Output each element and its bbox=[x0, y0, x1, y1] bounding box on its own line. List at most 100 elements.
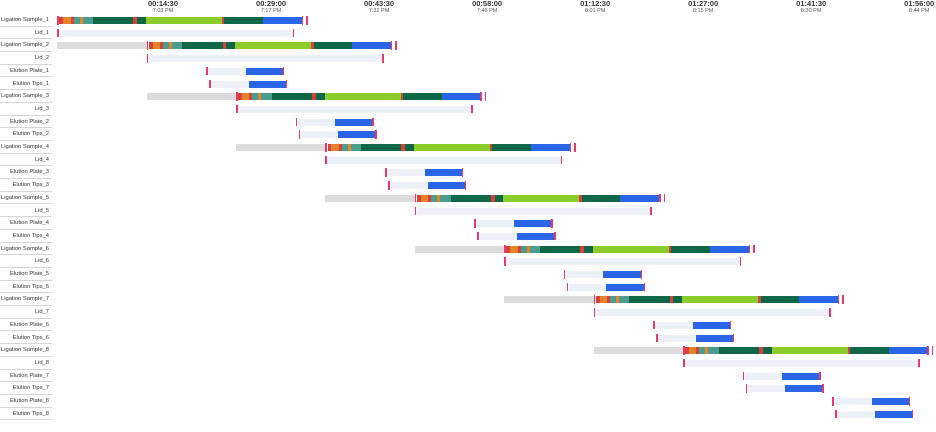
event-marker[interactable] bbox=[57, 16, 59, 25]
event-marker[interactable] bbox=[301, 16, 304, 25]
event-marker[interactable] bbox=[414, 206, 417, 215]
task-segment[interactable] bbox=[249, 93, 253, 101]
task-segment[interactable] bbox=[236, 144, 326, 151]
task-segment[interactable] bbox=[437, 194, 441, 202]
task-segment[interactable] bbox=[427, 182, 465, 190]
task-segment[interactable] bbox=[428, 194, 432, 202]
task-segment[interactable] bbox=[610, 296, 616, 304]
event-marker[interactable] bbox=[732, 333, 735, 342]
task-segment[interactable] bbox=[799, 296, 838, 304]
task-segment[interactable] bbox=[440, 194, 451, 202]
task-segment[interactable] bbox=[297, 118, 338, 126]
task-segment[interactable] bbox=[595, 309, 830, 317]
task-segment[interactable] bbox=[758, 296, 761, 304]
task-segment[interactable] bbox=[759, 347, 763, 355]
task-segment[interactable] bbox=[311, 42, 314, 50]
task-segment[interactable] bbox=[92, 17, 134, 24]
task-segment[interactable] bbox=[747, 385, 788, 393]
task-segment[interactable] bbox=[327, 144, 332, 151]
task-segment[interactable] bbox=[441, 93, 481, 101]
task-segment[interactable] bbox=[709, 245, 749, 253]
event-marker[interactable] bbox=[282, 66, 285, 76]
task-segment[interactable] bbox=[669, 296, 674, 304]
task-segment[interactable] bbox=[888, 347, 928, 355]
task-segment[interactable] bbox=[148, 42, 153, 50]
event-marker[interactable] bbox=[659, 193, 661, 203]
task-segment[interactable] bbox=[490, 194, 495, 202]
task-segment[interactable] bbox=[760, 296, 800, 304]
task-segment[interactable] bbox=[331, 144, 339, 151]
task-segment[interactable] bbox=[224, 17, 263, 24]
event-marker[interactable] bbox=[504, 257, 506, 266]
task-segment[interactable] bbox=[431, 194, 438, 202]
event-marker[interactable] bbox=[739, 257, 742, 266]
event-marker[interactable] bbox=[829, 308, 831, 317]
task-segment[interactable] bbox=[744, 372, 785, 380]
task-segment[interactable] bbox=[387, 169, 427, 177]
task-segment[interactable] bbox=[417, 194, 421, 202]
task-segment[interactable] bbox=[248, 80, 286, 88]
task-segment[interactable] bbox=[361, 144, 402, 151]
task-segment[interactable] bbox=[261, 93, 272, 101]
task-segment[interactable] bbox=[136, 17, 146, 24]
task-segment[interactable] bbox=[238, 93, 242, 101]
task-segment[interactable] bbox=[492, 144, 532, 151]
task-segment[interactable] bbox=[503, 194, 580, 202]
event-marker[interactable] bbox=[653, 320, 655, 330]
event-marker[interactable] bbox=[918, 358, 920, 368]
event-marker[interactable] bbox=[819, 371, 821, 381]
task-segment[interactable] bbox=[402, 93, 442, 101]
task-segment[interactable] bbox=[655, 321, 695, 329]
event-marker[interactable] bbox=[484, 92, 487, 101]
task-segment[interactable] bbox=[335, 118, 373, 126]
task-segment[interactable] bbox=[400, 93, 403, 101]
task-segment[interactable] bbox=[539, 245, 581, 253]
event-marker[interactable] bbox=[656, 333, 658, 342]
task-segment[interactable] bbox=[222, 42, 227, 50]
event-marker[interactable] bbox=[471, 104, 473, 114]
task-segment[interactable] bbox=[529, 245, 540, 253]
task-segment[interactable] bbox=[494, 194, 504, 202]
task-segment[interactable] bbox=[208, 67, 248, 75]
task-segment[interactable] bbox=[688, 347, 697, 355]
task-segment[interactable] bbox=[315, 93, 325, 101]
event-marker[interactable] bbox=[325, 155, 327, 165]
task-segment[interactable] bbox=[401, 144, 406, 151]
task-segment[interactable] bbox=[606, 283, 644, 291]
task-segment[interactable] bbox=[629, 296, 670, 304]
task-segment[interactable] bbox=[300, 131, 341, 139]
event-marker[interactable] bbox=[375, 130, 377, 139]
event-marker[interactable] bbox=[206, 66, 208, 76]
task-segment[interactable] bbox=[692, 321, 730, 329]
event-marker[interactable] bbox=[295, 117, 298, 127]
task-segment[interactable] bbox=[338, 131, 376, 139]
task-segment[interactable] bbox=[163, 42, 169, 50]
task-segment[interactable] bbox=[182, 42, 223, 50]
event-marker[interactable] bbox=[57, 28, 59, 38]
task-segment[interactable] bbox=[684, 359, 919, 367]
task-segment[interactable] bbox=[593, 347, 684, 355]
task-segment[interactable] bbox=[517, 245, 521, 253]
task-segment[interactable] bbox=[341, 144, 348, 151]
task-segment[interactable] bbox=[599, 296, 608, 304]
task-segment[interactable] bbox=[695, 334, 733, 342]
task-segment[interactable] bbox=[420, 194, 429, 202]
task-segment[interactable] bbox=[479, 232, 520, 240]
task-segment[interactable] bbox=[581, 194, 621, 202]
event-marker[interactable] bbox=[390, 41, 393, 50]
event-marker[interactable] bbox=[236, 92, 238, 101]
event-marker[interactable] bbox=[574, 143, 576, 152]
event-marker[interactable] bbox=[551, 219, 553, 228]
task-segment[interactable] bbox=[668, 245, 672, 253]
task-segment[interactable] bbox=[424, 169, 462, 177]
task-segment[interactable] bbox=[211, 80, 251, 88]
event-marker[interactable] bbox=[414, 193, 417, 203]
task-segment[interactable] bbox=[324, 93, 401, 101]
task-segment[interactable] bbox=[513, 220, 552, 228]
event-marker[interactable] bbox=[385, 168, 387, 177]
event-marker[interactable] bbox=[742, 371, 745, 381]
task-segment[interactable] bbox=[146, 93, 237, 101]
event-marker[interactable] bbox=[285, 79, 288, 88]
task-segment[interactable] bbox=[347, 144, 351, 151]
task-segment[interactable] bbox=[490, 144, 493, 151]
